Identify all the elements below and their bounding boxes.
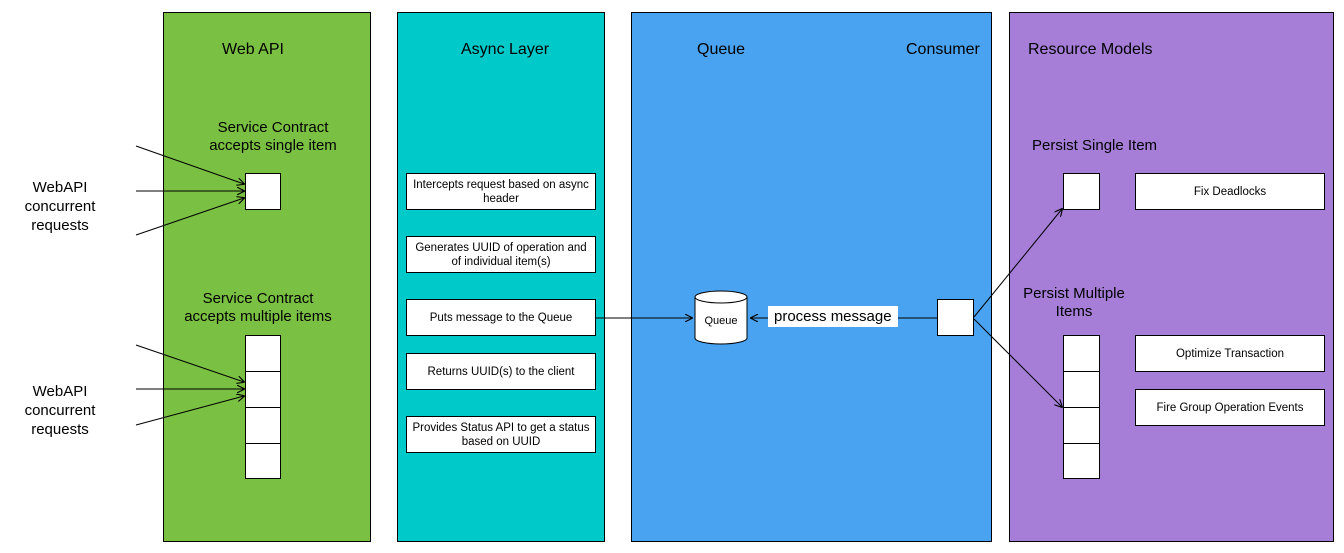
- caller-label-multiple: WebAPI concurrent requests: [24, 383, 96, 438]
- persist-multi-slot: [1063, 335, 1100, 372]
- resource-models-title: Resource Models: [1028, 41, 1153, 58]
- consumer-to-single-arrow: [973, 209, 1062, 318]
- consumer-title: Consumer: [906, 41, 980, 58]
- queue-title: Queue: [697, 41, 746, 58]
- consumer-to-multiple-arrow: [973, 318, 1062, 407]
- async-step-intercept: Intercepts request based on async header: [406, 173, 596, 210]
- fix-deadlocks-box: Fix Deadlocks: [1135, 173, 1325, 210]
- web-api-title: Web API: [222, 41, 284, 58]
- request-arrow: [135, 344, 244, 382]
- single-contract-label: Service Contract accepts single item: [209, 119, 337, 154]
- persist-multiple-label: Persist Multiple Items: [1023, 285, 1125, 320]
- queue-cylinder-icon: [694, 290, 748, 345]
- caller-label-single: WebAPI concurrent requests: [24, 179, 96, 234]
- multi-item-slot: [245, 407, 281, 444]
- request-arrow: [135, 198, 244, 236]
- queue-cylinder-label: Queue: [704, 315, 738, 327]
- persist-single-label: Persist Single Item: [1032, 137, 1158, 154]
- async-layer-lane: [397, 12, 605, 542]
- single-item-slot: [245, 173, 281, 210]
- multiple-contract-label: Service Contract accepts multiple items: [184, 290, 332, 325]
- async-step-status-api: Provides Status API to get a status base…: [406, 416, 596, 453]
- async-layer-title: Async Layer: [461, 41, 550, 58]
- optimize-transaction-box: Optimize Transaction: [1135, 335, 1325, 372]
- persist-multi-slot: [1063, 407, 1100, 444]
- request-arrow: [135, 145, 244, 184]
- async-step-generate-uuid: Generates UUID of operation and of indiv…: [406, 236, 596, 273]
- request-arrow: [135, 396, 244, 426]
- queue-consumer-lane: [631, 12, 992, 542]
- multi-item-slot: [245, 443, 281, 479]
- async-step-put-message: Puts message to the Queue: [406, 299, 596, 336]
- fire-events-box: Fire Group Operation Events: [1135, 389, 1325, 426]
- persist-single-slot: [1063, 173, 1100, 210]
- async-step-return-uuid: Returns UUID(s) to the client: [406, 353, 596, 390]
- process-message-label: process message: [768, 306, 898, 327]
- persist-multi-slot: [1063, 443, 1100, 479]
- consumer-box: [937, 299, 974, 336]
